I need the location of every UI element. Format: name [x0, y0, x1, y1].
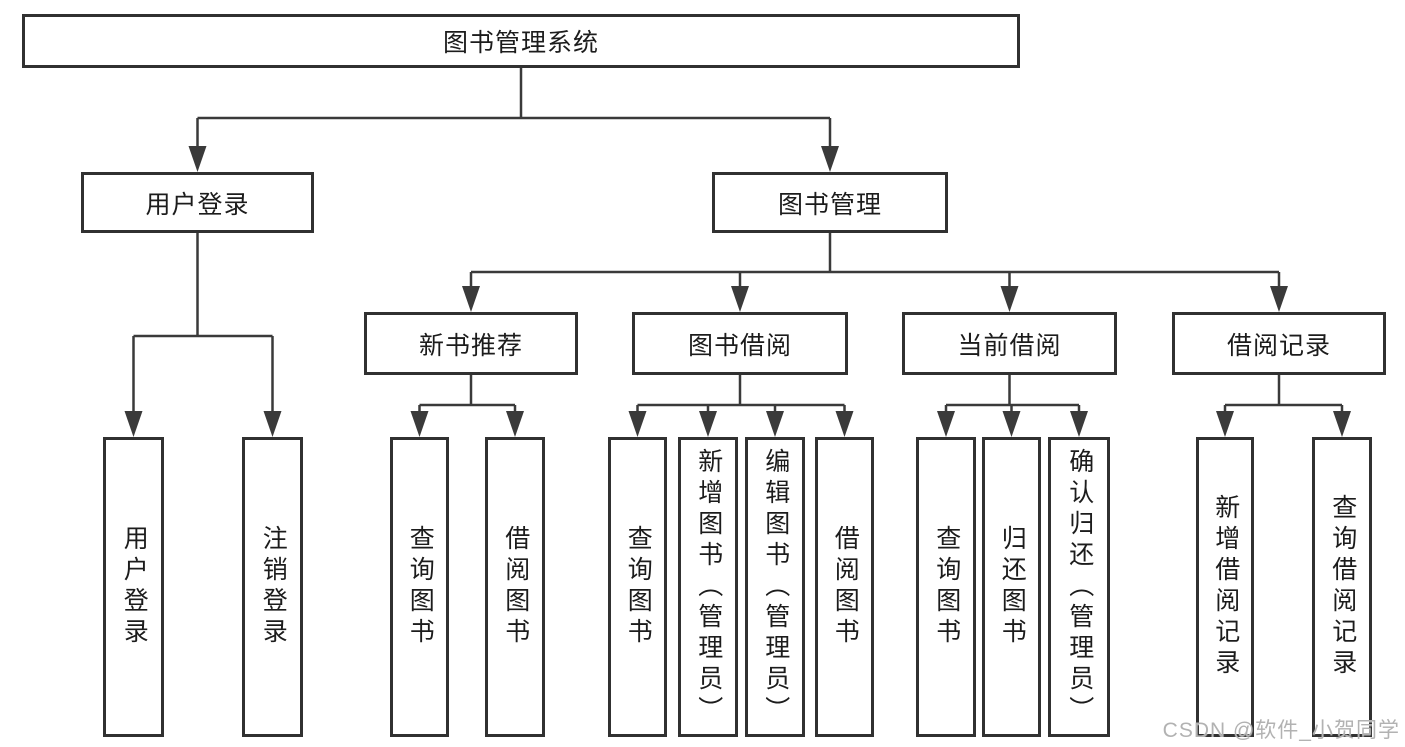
- connector-borrowrecords-to-leaves: [1223, 375, 1344, 417]
- arrow-down-icon: [1070, 411, 1088, 437]
- leaf-borrow-books: 借阅图书: [485, 437, 545, 737]
- connector-root-to-level2: [196, 68, 832, 152]
- connector-newbook-to-leaves: [418, 375, 517, 417]
- node-current-borrow: 当前借阅: [902, 312, 1117, 375]
- node-book-borrow: 图书借阅: [632, 312, 848, 375]
- arrow-down-icon: [628, 411, 647, 437]
- arrow-down-icon: [263, 411, 282, 437]
- arrow-down-icon: [1216, 411, 1234, 437]
- leaf-query-borrow-record: 查询借阅记录: [1312, 437, 1372, 737]
- arrow-down-icon: [462, 286, 480, 312]
- connector-userlogin-to-leaves: [132, 233, 274, 417]
- leaf-logout-login: 注销登录: [242, 437, 303, 737]
- leaf-query-books: 查询图书: [390, 437, 449, 737]
- arrow-down-icon: [937, 411, 955, 437]
- arrow-down-icon: [731, 286, 749, 312]
- arrow-down-icon: [821, 146, 839, 172]
- arrow-down-icon: [506, 411, 524, 437]
- connector-bookborrow-to-leaves: [636, 375, 846, 417]
- leaf-add-book-admin: 新增图书（管理员）: [678, 437, 738, 737]
- node-book-management: 图书管理: [712, 172, 948, 233]
- arrow-down-icon: [1270, 286, 1288, 312]
- leaf-add-borrow-record: 新增借阅记录: [1196, 437, 1254, 737]
- node-borrow-records: 借阅记录: [1172, 312, 1386, 375]
- leaf-edit-book-admin: 编辑图书（管理员）: [745, 437, 805, 737]
- arrow-down-icon: [124, 411, 143, 437]
- arrowheads: [124, 146, 1351, 437]
- connector-currentborrow-to-leaves: [944, 375, 1081, 417]
- leaf-query-books: 查询图书: [916, 437, 976, 737]
- arrow-down-icon: [699, 411, 717, 437]
- arrow-down-icon: [410, 411, 429, 437]
- arrow-down-icon: [1333, 411, 1351, 437]
- arrow-down-icon: [1002, 411, 1021, 437]
- leaf-user-login: 用户登录: [103, 437, 164, 737]
- connector-bookmgmt-to-level3: [469, 233, 1281, 292]
- arrow-down-icon: [188, 146, 207, 172]
- watermark: CSDN @软件_小贺同学: [1162, 719, 1400, 742]
- leaf-confirm-return-admin: 确认归还（管理员）: [1048, 437, 1110, 737]
- leaf-borrow-books: 借阅图书: [815, 437, 874, 737]
- leaf-return-books: 归还图书: [982, 437, 1041, 737]
- arrow-down-icon: [835, 411, 854, 437]
- arrow-down-icon: [766, 411, 784, 437]
- arrow-down-icon: [1000, 286, 1019, 312]
- node-library-management-system: 图书管理系统: [22, 14, 1020, 68]
- node-new-book-recommend: 新书推荐: [364, 312, 578, 375]
- node-user-login: 用户登录: [81, 172, 314, 233]
- leaf-query-books: 查询图书: [608, 437, 667, 737]
